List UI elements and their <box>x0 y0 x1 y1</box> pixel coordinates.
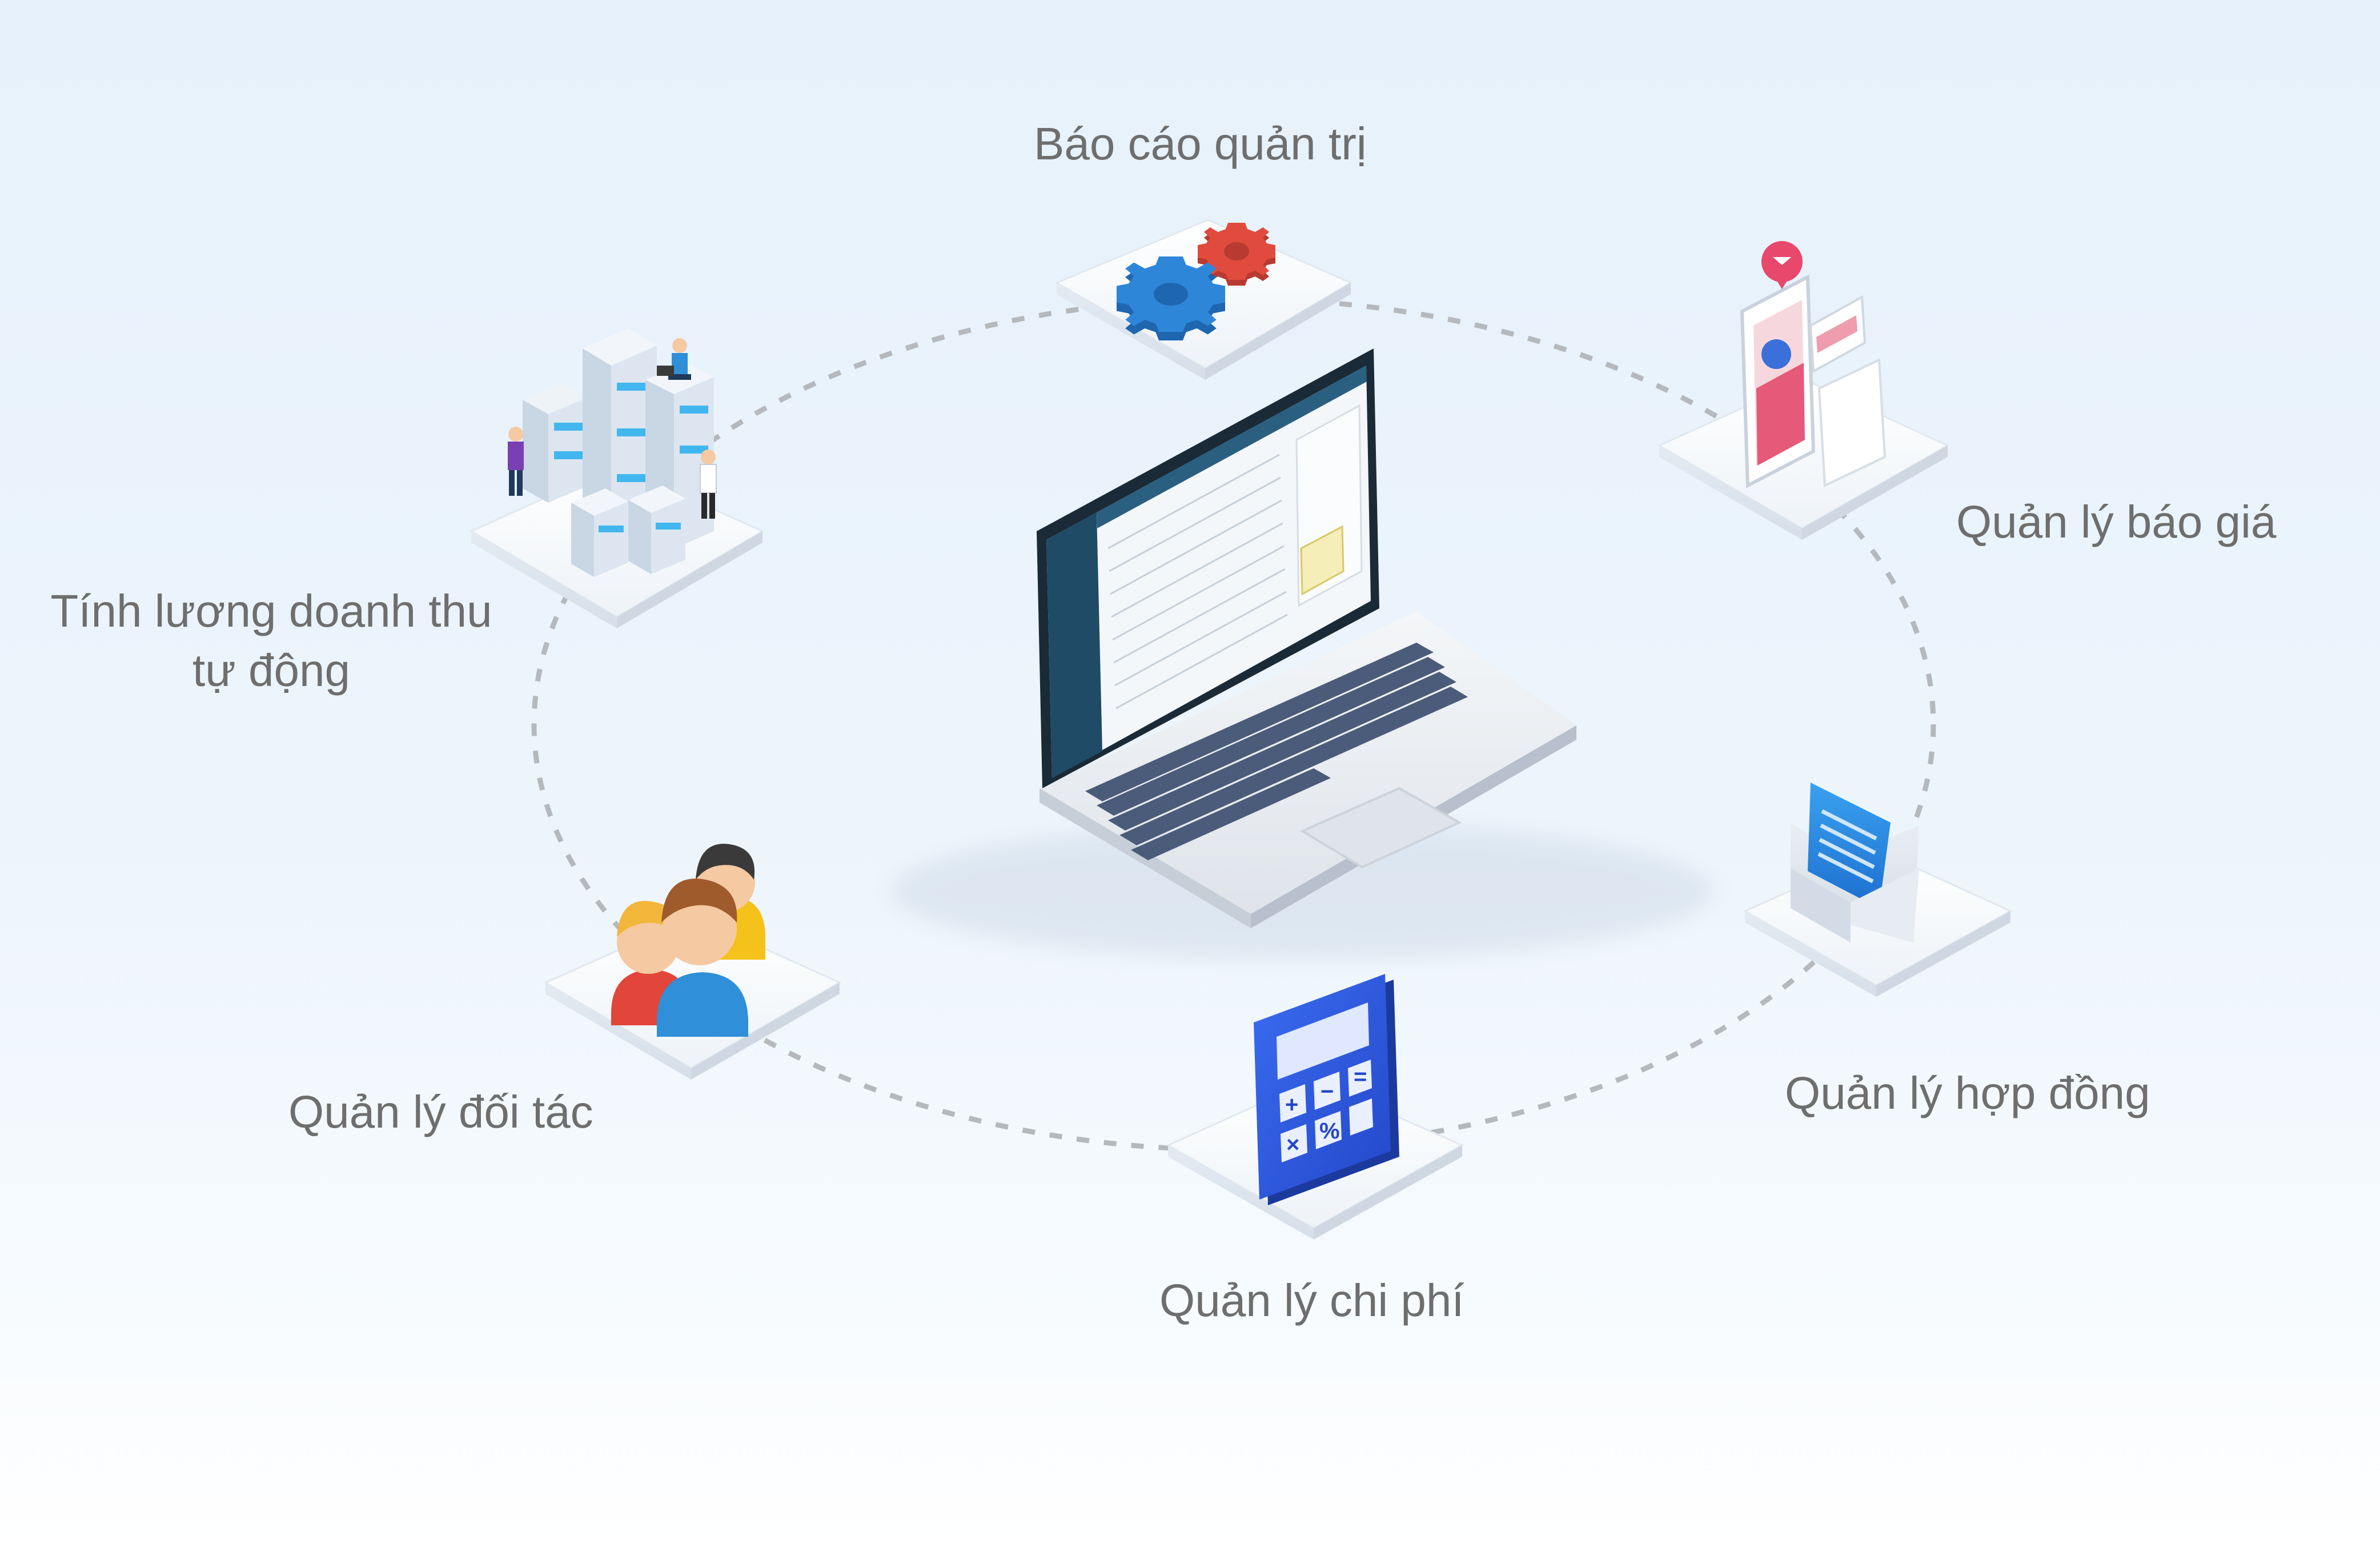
node-admin-report <box>1054 219 1353 380</box>
laptop-illustration <box>891 348 1713 960</box>
svg-text:−: − <box>1321 1079 1334 1104</box>
node-partner <box>543 844 842 1080</box>
gears-icon <box>1117 223 1275 340</box>
svg-text:×: × <box>1286 1132 1299 1157</box>
svg-text:+: + <box>1285 1092 1298 1117</box>
screen-sidebar <box>1046 512 1102 778</box>
node-label-partner: Quản lý đối tác <box>288 1086 593 1137</box>
node-label-quotation: Quản lý báo giá <box>1956 496 2277 547</box>
people-group-icon <box>611 844 765 1037</box>
node-contract <box>1743 783 2013 997</box>
node-label-contract: Quản lý hợp đồng <box>1785 1068 2150 1118</box>
svg-text:=: = <box>1354 1064 1367 1089</box>
node-expense: + − = × % <box>1166 974 1464 1240</box>
svg-text:%: % <box>1319 1118 1340 1144</box>
calculator-icon: + − = × % <box>1254 974 1399 1205</box>
node-label-salary: Tính lương doanh thu tự động <box>50 585 492 696</box>
server-people-icon <box>508 328 717 577</box>
trackpad <box>1299 787 1462 869</box>
node-label-admin-report: Báo cáo quản trị <box>1034 118 1367 169</box>
mobile-quotation-icon <box>1740 241 1887 488</box>
node-salary <box>469 328 765 628</box>
node-label-expense: Quản lý chi phí <box>1159 1275 1464 1326</box>
envelope-document-icon <box>1791 783 1919 943</box>
node-quotation <box>1657 241 1950 540</box>
keyboard <box>1085 643 1468 860</box>
